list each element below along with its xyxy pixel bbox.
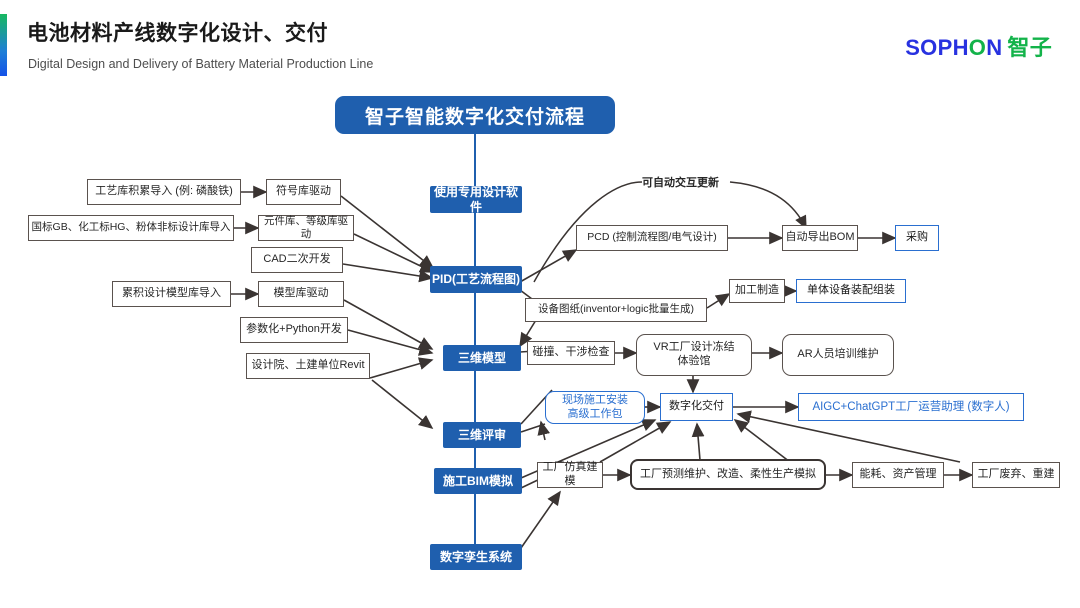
node-predictive-maintenance[interactable]: 工厂预测维护、改造、柔性生产模拟	[630, 459, 826, 490]
node-digital-delivery[interactable]: 数字化交付	[660, 393, 733, 421]
node-auto-bom[interactable]: 自动导出BOM	[782, 225, 858, 251]
input-process-library[interactable]: 工艺库积累导入 (例: 磷酸铁)	[87, 179, 241, 205]
driver-component-library[interactable]: 元件库、等级库驱动	[258, 215, 354, 241]
node-equipment-drawings[interactable]: 设备图纸(inventor+logic批量生成)	[525, 298, 707, 322]
workpack-line-1: 现场施工安装	[562, 393, 628, 406]
input-standards-library[interactable]: 国标GB、化工标HG、粉体非标设计库导入	[28, 215, 234, 241]
logo-o-icon: O	[968, 35, 987, 60]
stage-design-software[interactable]: 使用专用设计软件	[430, 185, 522, 214]
vr-line-1: VR工厂设计冻结	[653, 341, 735, 354]
stage-3d-model[interactable]: 三维模型	[443, 345, 521, 371]
input-model-library[interactable]: 累积设计模型库导入	[112, 281, 231, 307]
workpack-line-2: 高级工作包	[567, 407, 623, 420]
node-vr-experience[interactable]: VR工厂设计冻结 体验馆	[636, 334, 752, 376]
stage-bim-simulation[interactable]: 施工BIM模拟	[434, 468, 522, 494]
node-energy-asset-mgmt[interactable]: 能耗、资产管理	[852, 462, 944, 488]
node-pcd[interactable]: PCD (控制流程图/电气设计)	[576, 225, 728, 251]
driver-parametric-python[interactable]: 参数化+Python开发	[240, 317, 348, 343]
auto-update-label: 可自动交互更新	[642, 177, 719, 189]
node-clash-check[interactable]: 碰撞、干涉检查	[527, 341, 615, 365]
stage-3d-review[interactable]: 三维评审	[443, 422, 521, 448]
logo-soph: SOPH	[905, 35, 969, 60]
node-purchase[interactable]: 采购	[895, 225, 939, 251]
node-site-workpackage[interactable]: 现场施工安装 高级工作包	[545, 391, 645, 424]
driver-symbol-library[interactable]: 符号库驱动	[266, 179, 341, 205]
node-unit-assembly[interactable]: 单体设备装配组装	[796, 279, 906, 303]
page-subtitle: Digital Design and Delivery of Battery M…	[28, 57, 374, 71]
stage-pid[interactable]: PID(工艺流程图)	[430, 266, 522, 293]
vr-line-2: 体验馆	[677, 355, 711, 367]
flow-banner: 智子智能数字化交付流程	[335, 96, 615, 134]
stage-digital-twin[interactable]: 数字孪生系统	[430, 544, 522, 570]
page-title: 电池材料产线数字化设计、交付	[27, 22, 328, 45]
node-manufacturing[interactable]: 加工制造	[729, 279, 785, 303]
node-factory-decommission[interactable]: 工厂废弃、重建	[972, 462, 1060, 488]
node-factory-simulation[interactable]: 工厂仿真建模	[537, 461, 603, 488]
logo-n: N	[986, 35, 1003, 60]
logo-chinese: 智子	[1007, 35, 1052, 60]
header-accent-bar	[0, 14, 7, 76]
driver-cad-secondary-dev[interactable]: CAD二次开发	[251, 247, 343, 273]
driver-model-library[interactable]: 模型库驱动	[258, 281, 344, 307]
node-aigc-assistant[interactable]: AIGC+ChatGPT工厂运营助理 (数字人)	[798, 393, 1024, 421]
node-ar-training[interactable]: AR人员培训维护	[782, 334, 894, 376]
driver-revit[interactable]: 设计院、土建单位Revit	[246, 353, 370, 379]
